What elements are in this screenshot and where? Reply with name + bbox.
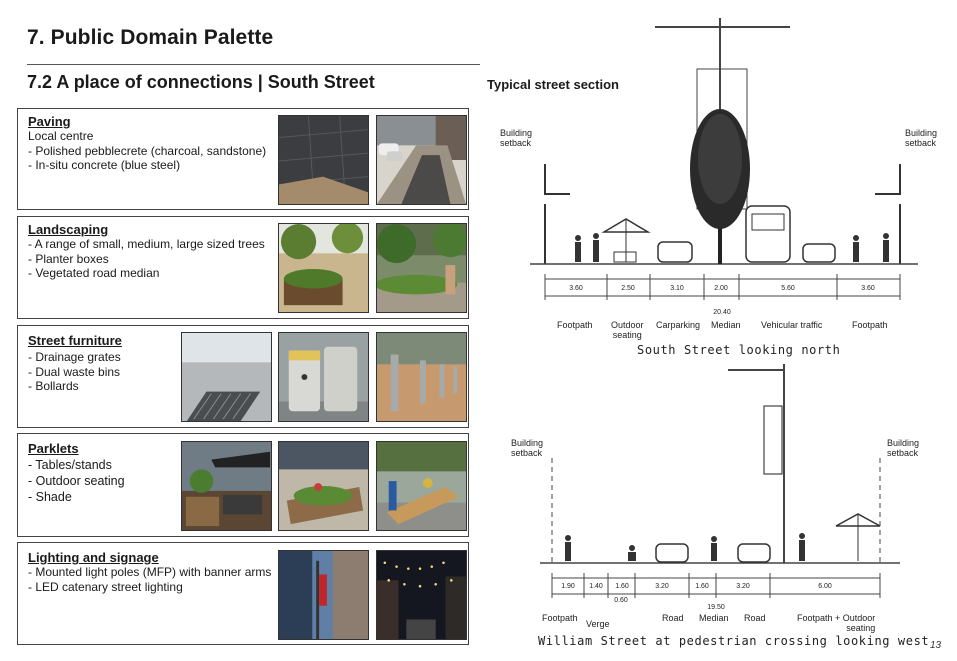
- north-section-drawing: 3.60 2.50 3.10 2.00 5.60 3.60 20.40: [530, 18, 918, 316]
- north-dim-label: 3.60: [861, 285, 875, 292]
- west-dim-label: 1.40: [589, 583, 603, 590]
- parklet-photo-seating: [278, 441, 369, 531]
- north-section-caption: South Street looking north: [637, 343, 841, 357]
- section-item: - LED catenary street lighting: [28, 579, 183, 594]
- section-item: - Vegetated road median: [28, 266, 160, 280]
- page-number: 13: [930, 640, 942, 651]
- furniture-photo-grate: [181, 332, 272, 422]
- section-item: - Shade: [28, 490, 72, 504]
- section-item: - A range of small, medium, large sized …: [28, 237, 265, 251]
- west-dim-label: 1.90: [561, 583, 575, 590]
- section-item: - In-situ concrete (blue steel): [28, 158, 181, 172]
- diagram-heading: Typical street section: [487, 77, 619, 92]
- section-title: Lighting and signage: [28, 550, 159, 565]
- north-zone-label: Footpath: [852, 320, 888, 330]
- furniture-photo-bollards: [376, 332, 467, 422]
- west-dim-label: 3.20: [736, 583, 750, 590]
- north-zone-label: Outdoor seating: [611, 320, 644, 340]
- north-setback-right-label: Building setback: [905, 128, 938, 148]
- furniture-photo-bins: [278, 332, 369, 422]
- page-title: 7. Public Domain Palette: [27, 26, 274, 49]
- section-landscaping: Landscaping - A range of small, medium, …: [17, 216, 469, 319]
- west-total-dim: 19.50: [707, 604, 725, 611]
- section-item: - Outdoor seating: [28, 474, 125, 488]
- section-street-furniture: Street furniture - Drainage grates - Dua…: [17, 325, 469, 428]
- north-dim-label: 3.10: [670, 285, 684, 292]
- section-item: - Dual waste bins: [28, 364, 121, 379]
- title-divider: [27, 64, 480, 65]
- west-sub-dim: 0.60: [614, 597, 628, 604]
- section-parklets: Parklets - Tables/stands - Outdoor seati…: [17, 433, 469, 537]
- west-dim-label: 6.00: [818, 583, 832, 590]
- section-items: - Tables/stands - Outdoor seating - Shad…: [28, 457, 125, 505]
- section-items: Local centre - Polished pebblecrete (cha…: [28, 129, 266, 173]
- parklet-photo-tables: [181, 441, 272, 531]
- landscaping-photo-median: [376, 223, 467, 313]
- section-paving: Paving Local centre - Polished pebblecre…: [17, 108, 469, 210]
- north-dim-label: 3.60: [569, 285, 583, 292]
- west-zone-label: Footpath + Outdoor seating: [797, 613, 876, 633]
- north-setback-left-label: Building setback: [500, 128, 533, 148]
- section-item: - Mounted light poles (MFP) with banner …: [28, 565, 272, 579]
- west-dim-label: 1.60: [695, 583, 709, 590]
- section-item: - Tables/stands: [28, 458, 112, 472]
- paving-photo-charcoal: [278, 115, 369, 205]
- section-item: Local centre: [28, 129, 94, 143]
- west-dim-label: 3.20: [655, 583, 669, 590]
- lighting-photo-poles: [278, 550, 369, 640]
- section-title: Landscaping: [28, 222, 109, 237]
- north-total-dim: 20.40: [713, 309, 731, 316]
- west-setback-left-label: Building setback: [511, 438, 544, 458]
- section-title: Paving: [28, 114, 71, 129]
- section-item: - Polished pebblecrete (charcoal, sandst…: [28, 143, 267, 158]
- north-zone-label: Footpath: [557, 320, 593, 330]
- section-item: - Drainage grates: [28, 350, 121, 364]
- lighting-photo-catenary: [376, 550, 467, 640]
- section-item: - Bollards: [28, 379, 79, 393]
- section-title: Parklets: [28, 441, 79, 456]
- north-dim-label: 2.50: [621, 285, 635, 292]
- west-dim-label: 1.60: [615, 583, 629, 590]
- north-dim-label: 2.00: [714, 285, 728, 292]
- section-lighting-signage: Lighting and signage - Mounted light pol…: [17, 542, 469, 645]
- north-dim-label: 5.60: [781, 285, 795, 292]
- north-zone-label: Vehicular traffic: [761, 320, 823, 330]
- parklet-photo-shade: [376, 441, 467, 531]
- west-section-caption: William Street at pedestrian crossing lo…: [538, 634, 930, 648]
- north-zone-label: Carparking: [656, 320, 701, 330]
- west-zone-label: Verge: [586, 619, 610, 629]
- west-zone-label: Median: [699, 613, 729, 623]
- section-items: - Drainage grates - Dual waste bins - Bo…: [28, 350, 121, 394]
- west-zone-label: Road: [662, 613, 684, 623]
- page-subtitle: 7.2 A place of connections | South Stree…: [27, 72, 375, 92]
- paving-photo-street: [376, 115, 467, 205]
- landscaping-photo-planters: [278, 223, 369, 313]
- section-items: - Mounted light poles (MFP) with banner …: [28, 565, 271, 594]
- section-item: - Planter boxes: [28, 251, 109, 266]
- west-setback-right-label: Building setback: [887, 438, 920, 458]
- section-items: - A range of small, medium, large sized …: [28, 237, 265, 281]
- north-zone-label: Median: [711, 320, 741, 330]
- west-zone-label: Road: [744, 613, 766, 623]
- west-section-drawing: 1.90 1.40 1.60 3.20 1.60 3.20 6.00 0.60 …: [540, 364, 900, 611]
- section-title: Street furniture: [28, 333, 122, 348]
- west-zone-label: Footpath: [542, 613, 578, 623]
